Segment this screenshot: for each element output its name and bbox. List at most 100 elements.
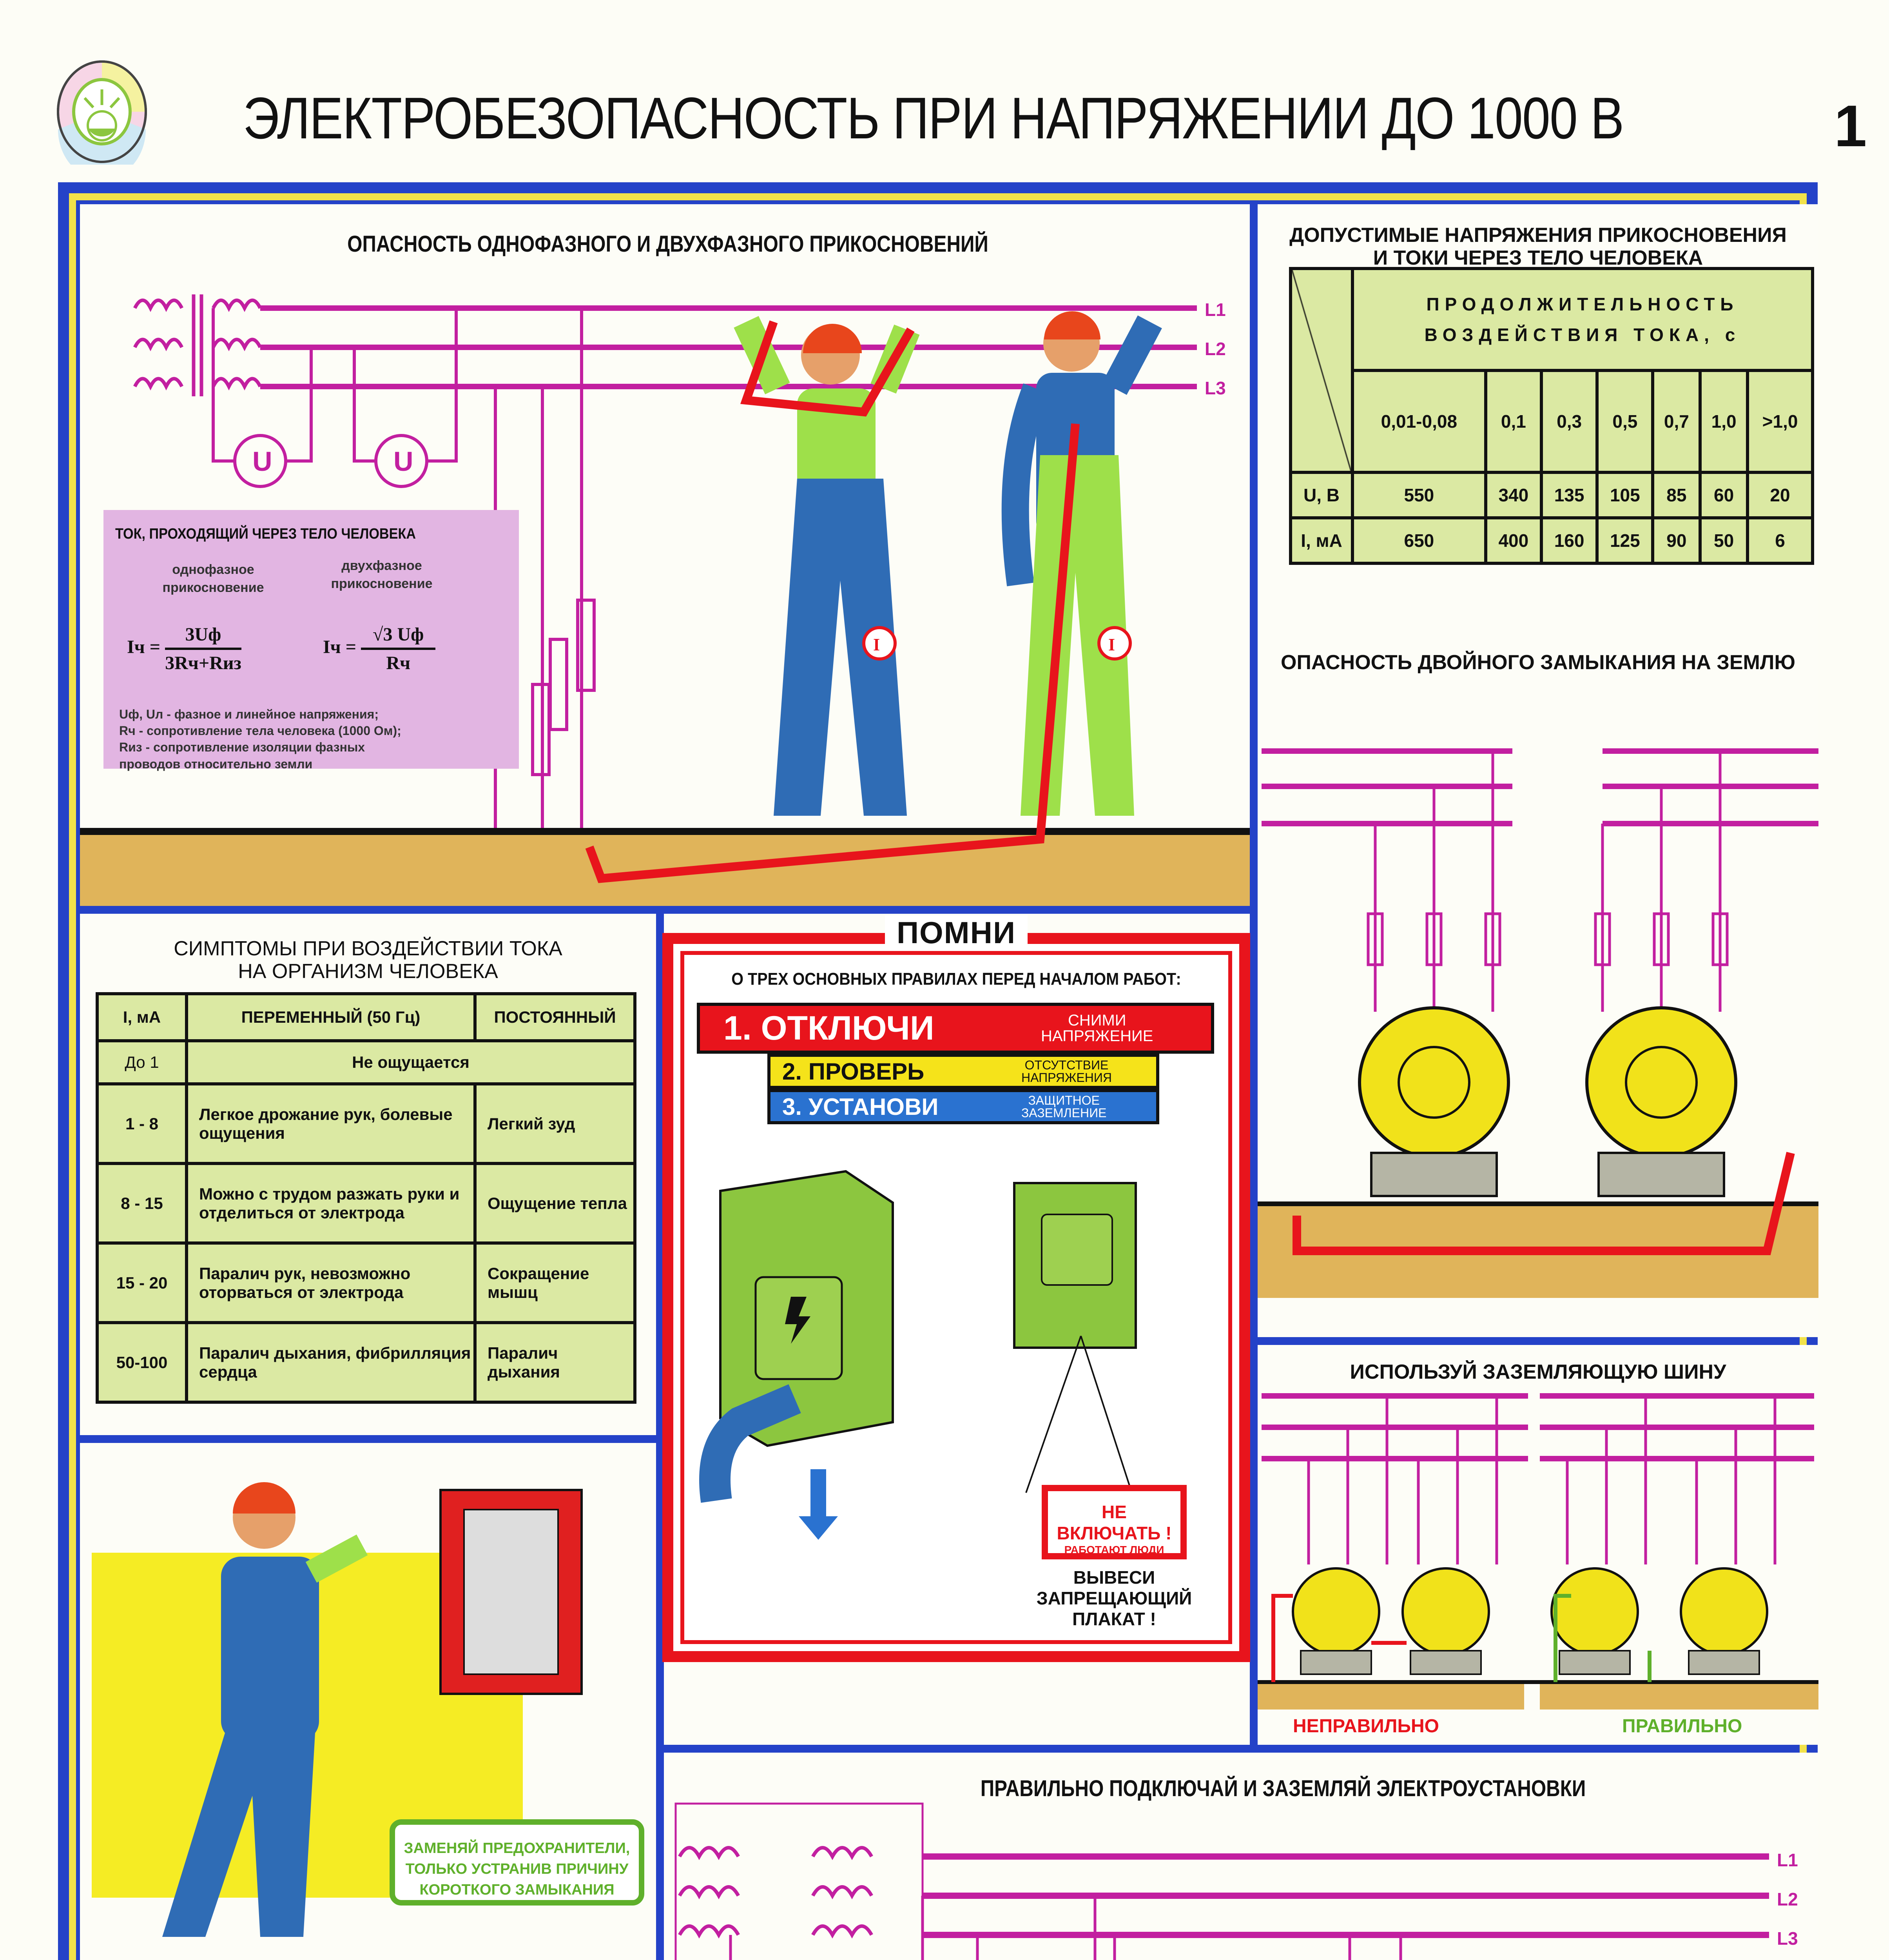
panel-touch-danger: ОПАСНОСТЬ ОДНОФАЗНОГО И ДВУХФАЗНОГО ПРИК… [80,204,1250,906]
duration-cell: 0,01-0,08 [1351,369,1487,474]
wrong-label: НЕПРАВИЛЬНО [1293,1716,1439,1737]
value-cell: 650 [1351,516,1487,565]
value-cell: 160 [1539,516,1599,565]
note-line: ОТСУТСТВИЕ [1024,1058,1109,1072]
merged-cell: Не ощущается [185,1039,636,1085]
duration-cell: 0,1 [1484,369,1543,474]
row-label: U, В [1289,471,1354,519]
panel-permissible-values: ДОПУСТИМЫЕ НАПРЯЖЕНИЯ ПРИКОСНОВЕНИЯ И ТО… [1258,204,1818,643]
column-header: I, мА [96,992,188,1042]
motor-icon [1680,1567,1768,1675]
range-cell: До 1 [96,1039,188,1085]
note-line: СНИМИ [1068,1012,1126,1029]
fuse-warning-sign: ЗАМЕНЯЙ ПРЕДОХРАНИТЕЛИ, ТОЛЬКО УСТРАНИВ … [390,1819,644,1906]
remember-title: ПОМНИ [885,915,1028,950]
dc-cell: Ощущение тепла [473,1162,636,1245]
column-header: ПЕРЕМЕННЫЙ (50 Гц) [185,992,477,1042]
formula-lhs: Iч = [127,637,161,658]
duration-cell: 0,3 [1539,369,1599,474]
ac-cell: Легкое дрожание рук, болевые ощущения [185,1082,477,1165]
permissible-table: ПРОДОЛЖИТЕЛЬНОСТЬ ВОЗДЕЙСТВИЯ ТОКА, с 0,… [1289,267,1814,565]
caption-line: ВЫВЕСИ [1073,1567,1155,1588]
value-cell: 60 [1699,471,1749,519]
formula-denominator: 3Rч+Rиз [165,653,241,673]
ground-bus-diagram [1258,1393,1818,1710]
single-phase-caption: однофазное прикосновение [154,561,272,597]
high-voltage-icon [785,1297,810,1344]
row-label: I, мА [1289,516,1354,565]
hand-icon [699,1384,801,1503]
caption-line: двухфазное [341,558,422,573]
sign-line: ТОЛЬКО УСТРАНИВ ПРИЧИНУ [405,1861,629,1878]
ac-cell: Паралич дыхания, фибрилляция сердца [185,1321,477,1404]
meter-label-phase: U [252,446,272,477]
plate-line: НЕ ВКЛЮЧАТЬ ! [1057,1502,1172,1543]
publisher-logo [57,60,147,165]
caption-line: однофазное [172,562,254,577]
svg-text:L1: L1 [1777,1850,1798,1870]
range-cell: 1 - 8 [96,1082,188,1165]
title-line: И ТОКИ ЧЕРЕЗ ТЕЛО ЧЕЛОВЕКА [1373,247,1703,270]
range-cell: 15 - 20 [96,1241,188,1324]
table-row: До 1 Не ощущается [96,1039,636,1085]
legend-line: Rиз - сопротивление изоляции фазных [119,740,365,755]
value-cell: 340 [1484,471,1543,519]
title-line: НА ОРГАНИЗМ ЧЕЛОВЕКА [238,960,498,983]
dc-cell: Паралич дыхания [473,1321,636,1404]
current-path-icon [585,320,1080,883]
value-cell: 85 [1651,471,1702,519]
worker-one-phase-icon [734,316,920,816]
phase-touch-diagram: U U L1 L2 L3 [80,294,1250,906]
note-line: НАПРЯЖЕНИЯ [1021,1071,1112,1085]
value-cell: 550 [1351,471,1487,519]
rule-label: 2. ПРОВЕРЬ [782,1058,925,1085]
symptoms-table: I, мА ПЕРЕМЕННЫЙ (50 Гц) ПОСТОЯННЫЙ До 1… [96,992,636,1404]
fuse-illustration [162,1482,583,1937]
poster-frame: ОПАСНОСТЬ ОДНОФАЗНОГО И ДВУХФАЗНОГО ПРИК… [58,182,1818,1960]
legend-line: Rч - сопротивление тела человека (1000 О… [119,724,401,738]
caption-line: прикосновение [331,576,433,591]
duration-cell: 1,0 [1699,369,1749,474]
svg-text:I: I [873,635,880,654]
header-line: ПРОДОЛЖИТЕЛЬНОСТЬ [1426,294,1739,314]
formula-lhs: Iч = [323,637,357,658]
note-line: ЗАЗЕМЛЕНИЕ [1021,1106,1107,1120]
remember-subtitle: О ТРЕХ ОСНОВНЫХ ПРАВИЛАХ ПЕРЕД НАЧАЛОМ Р… [731,969,1181,989]
note-line: НАПРЯЖЕНИЕ [1041,1027,1153,1045]
value-cell: 105 [1595,471,1655,519]
svg-text:L3: L3 [1205,378,1226,398]
caption-line: ЗАПРЕЩАЮЩИЙ [1036,1588,1192,1608]
sheet-number: 1 [1834,93,1867,159]
value-cell: 400 [1484,516,1543,565]
duration-cell: >1,0 [1746,369,1814,474]
svg-text:L2: L2 [1205,339,1226,359]
legend-line: Uф, Uл - фазное и линейное напряжения; [119,707,379,721]
dc-cell: Легкий зуд [473,1082,636,1165]
transformer-icon [133,294,262,396]
panel-title: ДОПУСТИМЫЕ НАПРЯЖЕНИЯ ПРИКОСНОВЕНИЯ И ТО… [1258,224,1818,269]
value-cell: 20 [1746,471,1814,519]
caption-line: прикосновение [162,580,264,595]
panel-title: ПРАВИЛЬНО ПОДКЛЮЧАЙ И ЗАЗЕМЛЯЙ ЭЛЕКТРОУС… [980,1776,1586,1801]
panel-symptoms: СИМПТОМЫ ПРИ ВОЗДЕЙСТВИИ ТОКА НА ОРГАНИЗ… [80,914,656,1435]
table-row: I, мА 650 400 160 125 90 50 6 [1289,516,1814,565]
motor-icon [1358,1006,1510,1197]
dc-cell: Сокращение мышц [473,1241,636,1324]
wiring-diagram: 1 2 3 4 2 5 2 6 7 8 L1 L2 L3 [674,1802,1798,1960]
motor-icon [1401,1567,1490,1675]
value-cell: 135 [1539,471,1599,519]
meter-label-line: U [393,446,413,477]
ac-cell: Паралич рук, невозможно оторваться от эл… [185,1241,477,1324]
svg-text:L1: L1 [1205,299,1226,320]
panel-title: ОПАСНОСТЬ ДВОЙНОГО ЗАМЫКАНИЯ НА ЗЕМЛЮ [1281,651,1795,674]
do-not-switch-on-plate: НЕ ВКЛЮЧАТЬ ! РАБОТАЮТ ЛЮДИ [1042,1485,1187,1559]
formula-numerator: 3Uф [165,624,241,650]
motor-icon [1585,1006,1737,1197]
formula-legend: Uф, Uл - фазное и линейное напряжения; R… [119,706,401,772]
corner-cell [1289,267,1354,474]
